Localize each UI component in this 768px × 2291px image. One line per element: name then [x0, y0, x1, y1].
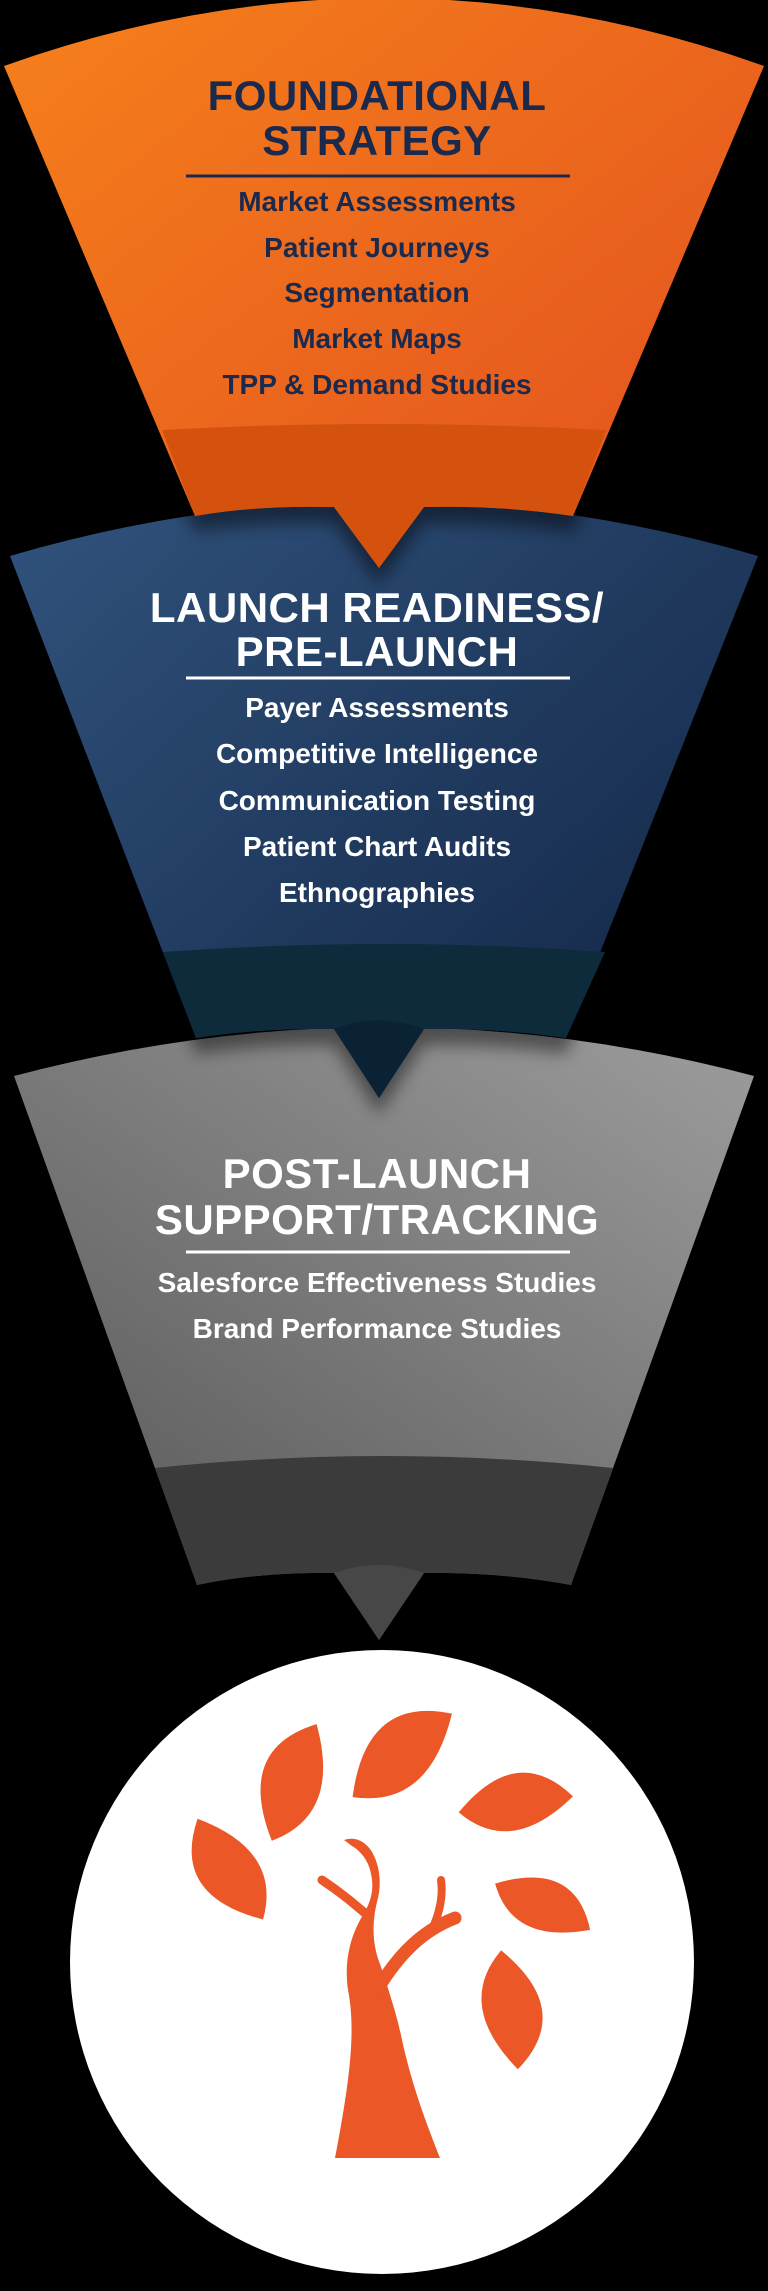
stage-post-launch	[14, 1027, 754, 1640]
stage-item: Payer Assessments	[245, 692, 509, 723]
stage-item: Competitive Intelligence	[216, 738, 538, 769]
stage-item: Market Maps	[292, 323, 462, 354]
tree-branch	[430, 1876, 446, 1929]
stage-item: Brand Performance Studies	[193, 1313, 562, 1344]
tree-branch	[370, 1911, 462, 1997]
stage-item: Segmentation	[284, 277, 469, 308]
stage-title-line1: POST-LAUNCH	[223, 1150, 532, 1197]
tree-branches	[317, 1875, 462, 1997]
stage-title-line1: LAUNCH READINESS/	[150, 584, 604, 631]
stage-item: Patient Journeys	[264, 232, 490, 263]
stage-shape-foundational	[4, 0, 764, 568]
tree-branch	[317, 1875, 371, 1919]
stage-title-line2: SUPPORT/TRACKING	[155, 1196, 599, 1243]
stage-item: Salesforce Effectiveness Studies	[158, 1267, 597, 1298]
stage-item: Patient Chart Audits	[243, 831, 511, 862]
stage-title-line1: FOUNDATIONAL	[208, 72, 547, 119]
stage-pre-launch-labels: LAUNCH READINESS/ PRE-LAUNCH Payer Asses…	[150, 584, 604, 908]
stage-pointer-pre-launch	[334, 1020, 424, 1098]
stage-item: Communication Testing	[219, 785, 536, 816]
stage-bottom-band-foundational	[162, 424, 606, 568]
stage-bottom-band-post-launch	[155, 1456, 613, 1640]
stage-item: Ethnographies	[279, 877, 475, 908]
stage-shape-pre-launch	[10, 501, 758, 1098]
stage-title-line2: STRATEGY	[262, 117, 492, 164]
stage-foundational-labels: FOUNDATIONAL STRATEGY Market Assessments…	[186, 72, 570, 400]
stage-title-line2: PRE-LAUNCH	[236, 628, 519, 675]
tree-icon	[177, 1693, 602, 2158]
stage-post-launch-labels: POST-LAUNCH SUPPORT/TRACKING Salesforce …	[155, 1150, 599, 1344]
tree-trunk	[335, 1838, 440, 2158]
stage-foundational	[4, 0, 764, 568]
stage-item: TPP & Demand Studies	[222, 369, 531, 400]
stage-item: Market Assessments	[238, 186, 516, 217]
stage-pre-launch	[10, 501, 758, 1098]
stage-pointer-post-launch	[334, 1565, 424, 1640]
logo	[70, 1650, 694, 2274]
